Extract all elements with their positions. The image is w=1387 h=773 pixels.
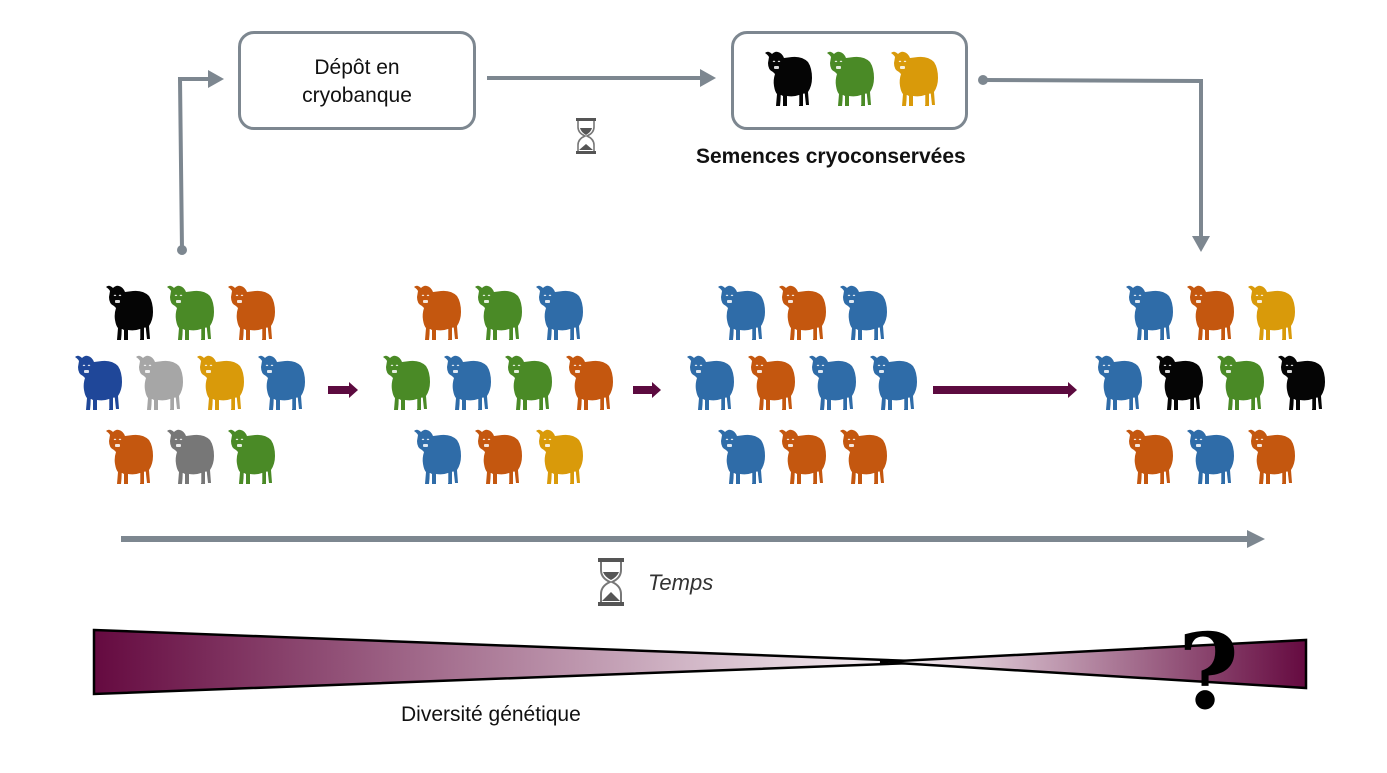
sheep-icon <box>888 48 940 110</box>
sheep-icon <box>441 352 493 414</box>
sheep-icon <box>1184 282 1236 344</box>
sheep-icon <box>533 426 585 488</box>
diversity-decreasing-wedge <box>92 628 941 696</box>
sheep-icon <box>225 426 277 488</box>
unknown-diversity-marker: ? <box>1178 610 1239 733</box>
sheep-icon <box>1245 282 1297 344</box>
sheep-icon <box>472 282 524 344</box>
sheep-icon <box>563 352 615 414</box>
connector-storage-to-restored <box>978 75 1210 252</box>
sheep-icon <box>806 352 858 414</box>
sheep-icon <box>1092 352 1144 414</box>
deposit-label-line1: Dépôt en <box>314 56 400 79</box>
sheep-icon <box>194 352 246 414</box>
sheep-icon <box>164 426 216 488</box>
sheep-icon <box>72 352 124 414</box>
sheep-icon <box>533 282 585 344</box>
sheep-icon <box>715 282 767 344</box>
sheep-icon <box>762 48 814 110</box>
sheep-icon <box>255 352 307 414</box>
hourglass-icon <box>596 557 626 607</box>
sheep-icon <box>715 426 767 488</box>
sheep-icon <box>380 352 432 414</box>
sheep-icon <box>837 282 889 344</box>
generation-arrow-2 <box>633 382 661 398</box>
generation-arrow-3 <box>933 382 1077 398</box>
sheep-icon <box>133 352 185 414</box>
sheep-icon <box>411 282 463 344</box>
sheep-icon <box>824 48 876 110</box>
sheep-icon <box>103 282 155 344</box>
sheep-icon <box>684 352 736 414</box>
sheep-icon <box>1184 426 1236 488</box>
sheep-icon <box>1214 352 1266 414</box>
connector-to-cryobank <box>177 70 224 255</box>
genetic-diversity-label: Diversité génétique <box>401 703 581 726</box>
sheep-icon <box>164 282 216 344</box>
sheep-icon <box>776 282 828 344</box>
sheep-icon <box>1245 426 1297 488</box>
sheep-icon <box>1123 282 1175 344</box>
connector-deposit-to-storage <box>487 69 716 87</box>
sheep-icon <box>837 426 889 488</box>
sheep-icon <box>103 426 155 488</box>
deposit-label-line2: cryobanque <box>302 84 412 107</box>
sheep-icon <box>472 426 524 488</box>
time-axis-arrow <box>121 530 1265 548</box>
sheep-icon <box>1153 352 1205 414</box>
cryobank-deposit-box: Dépôt en cryobanque <box>238 31 476 130</box>
sheep-icon <box>502 352 554 414</box>
generation-arrow-1 <box>328 382 358 398</box>
sheep-icon <box>1123 426 1175 488</box>
sheep-icon <box>1275 352 1327 414</box>
cryopreserved-semen-box <box>731 31 968 130</box>
sheep-icon <box>867 352 919 414</box>
sheep-icon <box>411 426 463 488</box>
cryopreserved-semen-label: Semences cryoconservées <box>696 145 966 168</box>
sheep-icon <box>776 426 828 488</box>
sheep-icon <box>745 352 797 414</box>
time-label: Temps <box>648 570 714 595</box>
diversity-restored-wedge <box>879 638 1308 690</box>
sheep-icon <box>225 282 277 344</box>
hourglass-icon <box>574 117 598 155</box>
